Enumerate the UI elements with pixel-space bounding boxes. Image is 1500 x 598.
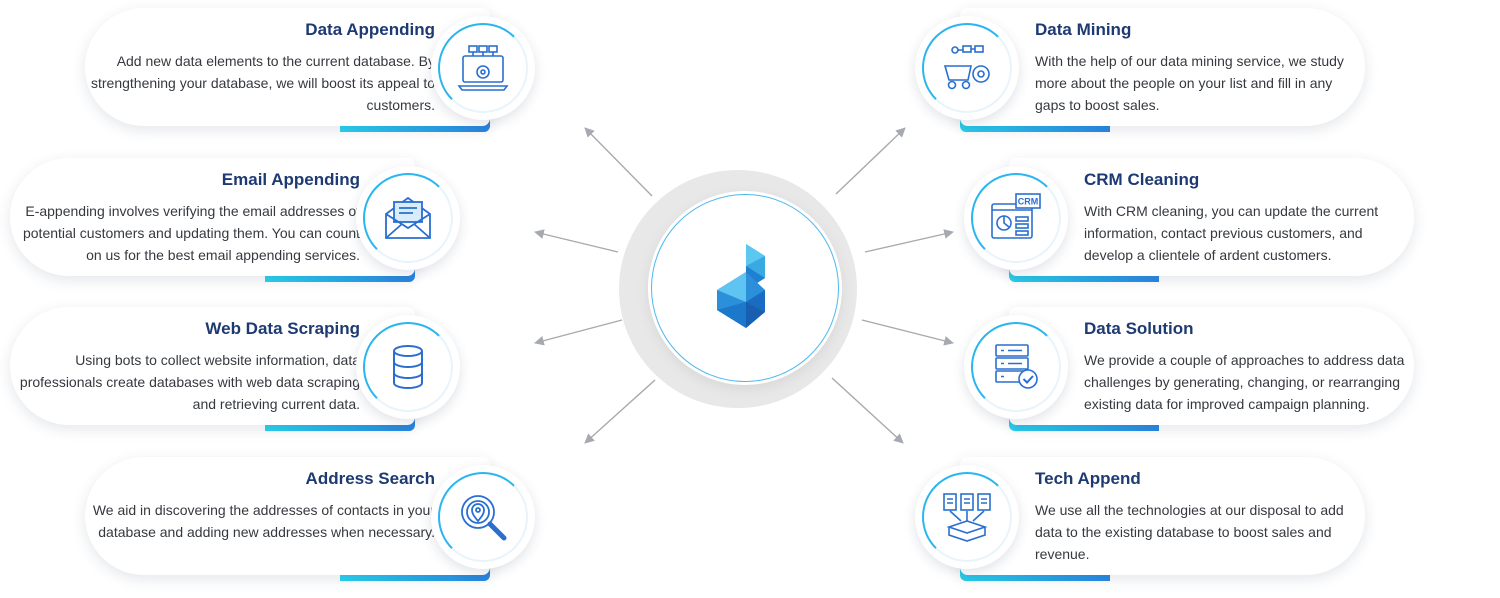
card-panel <box>10 158 415 276</box>
card-title: CRM Cleaning <box>1084 170 1200 189</box>
card-web-data-scraping: Web Data Scraping Using bots to collect … <box>10 307 460 431</box>
arrow-data-mining <box>835 127 906 195</box>
mining-cart-gear-icon <box>943 45 990 90</box>
card-panel <box>10 307 415 425</box>
documents-merge-box-icon <box>943 493 991 542</box>
card-description: Using bots to collect website informatio… <box>19 352 360 412</box>
icon-badge <box>915 16 1019 120</box>
card-crm-cleaning: CRM CRM Cleaning With CRM cleaning, you … <box>964 158 1414 282</box>
card-data-solution: Data Solution We provide a couple of app… <box>964 307 1414 431</box>
card-title: Email Appending <box>221 170 360 189</box>
card-panel <box>1009 307 1414 425</box>
arrow-data-solution <box>861 319 954 346</box>
card-title: Address Search <box>305 469 435 488</box>
card-panel <box>85 8 490 126</box>
magnifier-location-pin-icon <box>461 495 507 541</box>
card-panel <box>960 8 1365 126</box>
envelope-letter-icon <box>385 196 431 239</box>
icon-badge <box>431 465 535 569</box>
card-description: We aid in discovering the addresses of c… <box>92 502 435 540</box>
card-data-appending: Data Appending Add new data elements to … <box>85 8 535 132</box>
card-panel <box>85 457 490 575</box>
icon-badge: CRM <box>964 166 1068 270</box>
card-panel <box>1009 158 1414 276</box>
card-panel <box>960 457 1365 575</box>
card-description: We provide a couple of approaches to add… <box>1084 352 1405 412</box>
card-title: Data Mining <box>1035 20 1132 39</box>
card-description: Add new data elements to the current dat… <box>91 53 435 113</box>
card-description: E-appending involves verifying the email… <box>22 203 360 263</box>
card-data-mining: Data Mining With the help of our data mi… <box>915 8 1365 132</box>
card-email-appending: Email Appending E-appending involves ver… <box>10 158 460 282</box>
icon-badge <box>915 465 1019 569</box>
crm-icon-label: CRM <box>1018 197 1039 207</box>
icon-badge <box>431 16 535 120</box>
arrow-tech-append <box>831 377 904 444</box>
card-title: Web Data Scraping <box>205 319 360 338</box>
card-title: Data Appending <box>305 20 435 39</box>
card-title: Data Solution <box>1084 319 1194 338</box>
icon-badge <box>964 315 1068 419</box>
arrow-data-appending <box>584 127 653 197</box>
laptop-flowchart-gear-icon <box>457 45 509 91</box>
card-address-search: Address Search We aid in discovering the… <box>85 457 535 581</box>
arrow-web-data-scraping <box>534 319 623 346</box>
arrow-address-search <box>584 379 656 444</box>
card-tech-append: Tech Append We use all the technologies … <box>915 457 1365 581</box>
crm-browser-icon: CRM <box>991 193 1041 239</box>
card-description: With CRM cleaning, you can update the cu… <box>1084 203 1379 263</box>
arrow-email-appending <box>534 229 619 253</box>
icon-badge <box>356 166 460 270</box>
card-title: Tech Append <box>1035 469 1141 488</box>
arrow-crm-cleaning <box>864 229 954 253</box>
brand-logo-icon <box>717 244 765 328</box>
card-description: We use all the technologies at our dispo… <box>1035 502 1344 562</box>
server-checkmark-icon <box>995 344 1038 389</box>
icon-badge <box>356 315 460 419</box>
card-description: With the help of our data mining service… <box>1035 53 1344 113</box>
database-icon <box>393 345 423 389</box>
